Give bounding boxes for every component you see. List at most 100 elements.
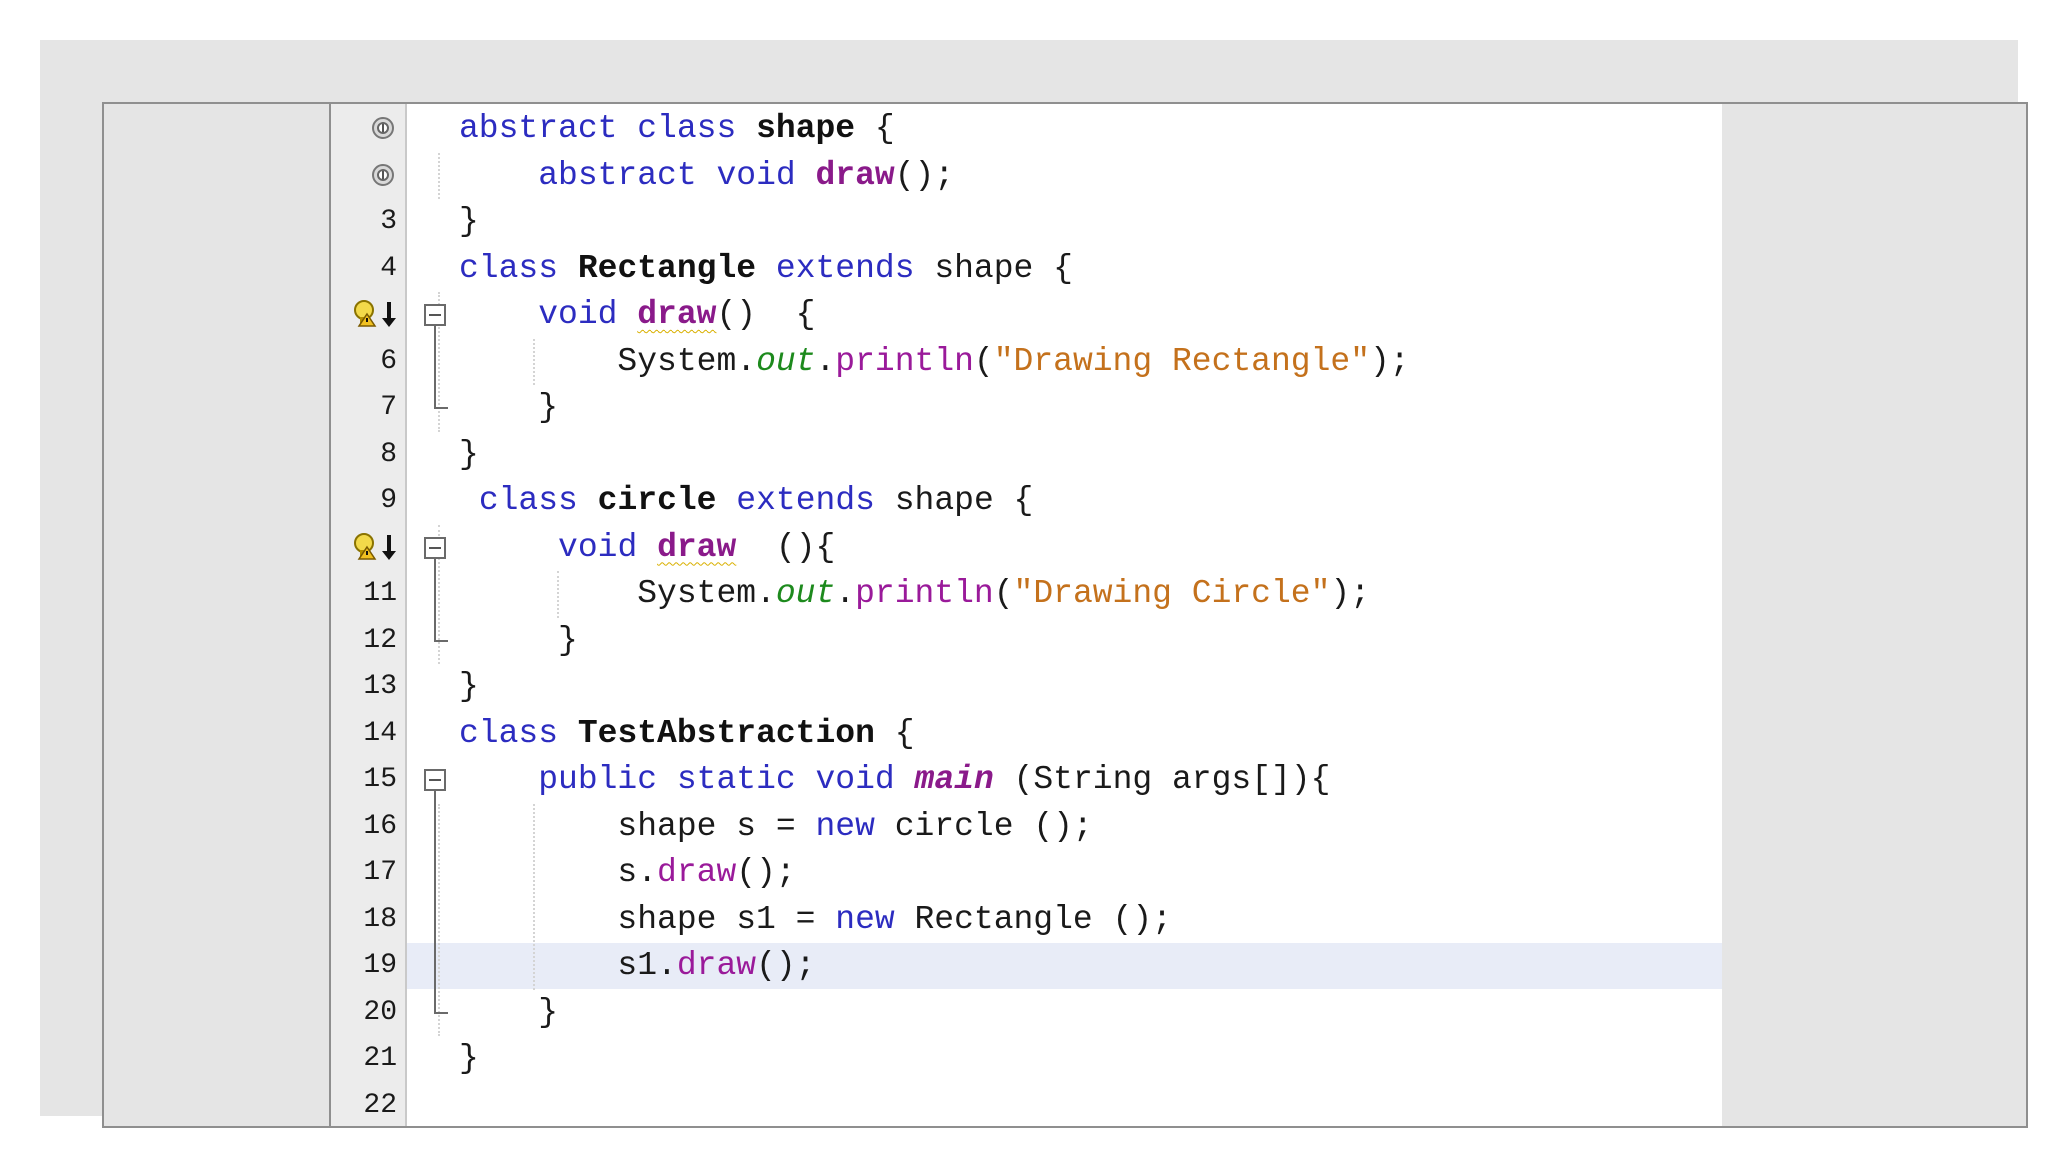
code-line[interactable]: s.draw(); <box>459 850 796 896</box>
code-line[interactable]: void draw() { <box>459 292 816 338</box>
identifier-token: Rectangle <box>577 249 757 287</box>
code-line[interactable]: class Rectangle extends shape { <box>459 246 1073 292</box>
code-token: } <box>459 668 479 705</box>
code-token: ); <box>1330 575 1370 612</box>
indent-guide <box>438 524 440 664</box>
line-number: 9 <box>380 485 397 516</box>
code-token: (); <box>894 156 955 194</box>
code-line[interactable]: class circle extends shape { <box>459 478 1034 524</box>
code-line[interactable]: } <box>459 432 479 478</box>
code-token: s1. <box>459 947 677 984</box>
line-number: 19 <box>363 950 397 981</box>
code-line[interactable]: } <box>459 664 479 710</box>
identifier-token: circle <box>597 482 717 519</box>
code-editor[interactable]: abstract class shape { abstract void dra… <box>407 104 1722 1126</box>
code-line[interactable]: abstract class shape { <box>459 106 895 152</box>
method-token: draw <box>657 854 737 891</box>
keyword-token: class <box>637 110 737 147</box>
keyword-token: extends <box>736 482 875 519</box>
override-indicator-icon[interactable] <box>371 163 395 187</box>
line-number: 16 <box>363 810 397 842</box>
string-token: "Drawing Rectangle" <box>993 342 1370 380</box>
fold-toggle-icon[interactable] <box>424 536 446 559</box>
field-token: out <box>775 575 836 612</box>
code-token <box>617 296 637 333</box>
code-token <box>657 761 677 798</box>
code-line[interactable]: System.out.println("Drawing Rectangle"); <box>459 339 1410 385</box>
code-line[interactable]: shape s = new circle (); <box>459 804 1093 850</box>
warning-bulb-override-icon[interactable] <box>353 300 399 330</box>
code-token: shape { <box>874 482 1034 519</box>
current-line-highlight <box>407 943 1722 989</box>
keyword-token: class <box>478 482 578 519</box>
indent-guide <box>438 803 440 1036</box>
code-line[interactable]: } <box>459 990 558 1036</box>
keyword-token: void <box>558 528 638 566</box>
line-number: 11 <box>363 578 397 609</box>
override-indicator-icon[interactable] <box>371 116 395 140</box>
code-token: } <box>459 993 559 1031</box>
code-token <box>459 296 538 333</box>
code-line[interactable]: } <box>459 199 479 245</box>
code-line[interactable]: s1.draw(); <box>459 943 815 989</box>
left-panel <box>104 104 329 1126</box>
fold-toggle-icon[interactable] <box>424 304 446 326</box>
code-token <box>697 157 717 194</box>
line-number: 7 <box>380 392 397 423</box>
code-token: (); <box>736 854 796 891</box>
code-token: . <box>835 575 856 612</box>
line-number: 12 <box>363 624 397 656</box>
code-line[interactable]: System.out.println("Drawing Circle"); <box>459 571 1370 617</box>
fold-toggle-icon[interactable] <box>424 769 446 791</box>
line-number: 22 <box>363 1089 397 1121</box>
code-token <box>895 761 915 798</box>
code-token: } <box>459 435 479 473</box>
keyword-token: class <box>459 714 559 752</box>
identifier-token: shape <box>756 110 856 147</box>
code-token: (String args[]){ <box>993 761 1331 798</box>
code-line[interactable]: class TestAbstraction { <box>459 711 915 757</box>
indent-guide <box>557 571 559 618</box>
code-token: System. <box>459 342 757 380</box>
code-line[interactable]: } <box>459 618 578 664</box>
method-token: println <box>855 575 994 612</box>
code-line[interactable]: shape s1 = new Rectangle (); <box>459 897 1172 943</box>
code-token: circle (); <box>874 807 1093 845</box>
code-token: } <box>459 389 559 426</box>
code-token: shape s1 = <box>459 900 836 938</box>
code-token: ( <box>973 342 994 380</box>
indent-guide <box>533 803 535 990</box>
line-number: 6 <box>380 345 397 377</box>
fold-range-line <box>434 326 436 407</box>
code-token <box>736 110 756 147</box>
method-token: main <box>914 761 994 798</box>
code-token <box>617 110 637 147</box>
code-token: (){ <box>736 528 836 566</box>
code-line[interactable]: abstract void draw(); <box>459 153 954 199</box>
code-token: ); <box>1370 342 1410 380</box>
identifier-token: TestAbstraction <box>577 714 875 752</box>
code-line[interactable]: } <box>459 385 558 431</box>
code-token <box>459 529 558 566</box>
method-token: draw <box>676 947 757 984</box>
fold-range-line <box>434 791 436 1012</box>
keyword-token: new <box>815 807 875 845</box>
code-line[interactable]: public static void main (String args[]){ <box>459 757 1330 803</box>
keyword-token: class <box>459 249 559 287</box>
indent-guide <box>438 292 440 432</box>
code-line[interactable]: void draw (){ <box>459 525 835 571</box>
warning-bulb-override-icon[interactable] <box>353 532 399 563</box>
line-number: 15 <box>363 764 397 795</box>
code-line[interactable]: } <box>459 1036 479 1082</box>
line-number: 8 <box>380 438 397 470</box>
line-number: 13 <box>363 671 397 702</box>
method-token: draw <box>657 528 737 566</box>
fold-end-marker <box>434 1011 448 1014</box>
code-token: shape { <box>914 249 1073 287</box>
code-token: (); <box>756 947 816 984</box>
code-token: () { <box>716 296 816 333</box>
line-number: 4 <box>380 252 397 284</box>
code-token: s. <box>459 854 658 891</box>
keyword-token: void <box>716 156 796 194</box>
